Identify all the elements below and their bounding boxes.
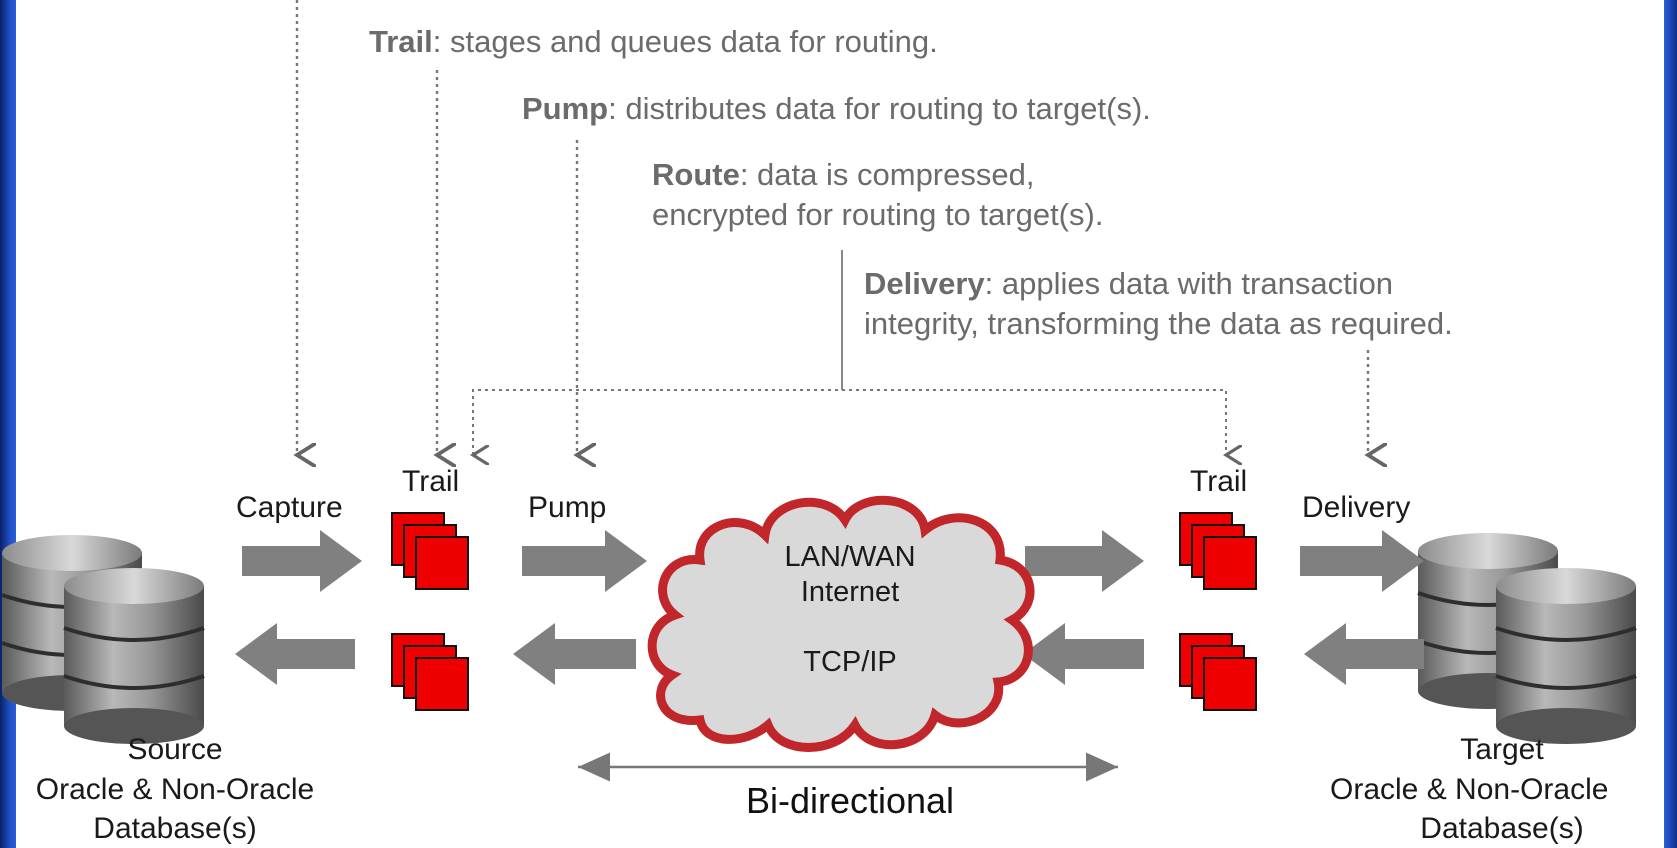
route-description-text: : data is compressed, [739,157,1035,192]
delivery-description: Delivery: applies data with transaction [864,265,1393,303]
right-background-strip [1664,0,1677,848]
target-database-icon [1416,531,1638,746]
reverse-arrows [235,623,1424,685]
target-trail-label: Trail [1190,465,1248,498]
source-subtitle: Oracle & Non-Oracle [35,773,315,806]
forward-arrows [242,530,1424,592]
pump-description-text: : distributes data for routing to target… [608,91,1151,126]
dotted-leader-lines [297,0,1368,455]
route-description-line2: encrypted for routing to target(s). [652,197,1104,232]
cloud-internet: Internet [800,576,900,608]
target-trail-bottom-icon [1179,633,1257,711]
target-subtitle: Oracle & Non-Oracle [1330,773,1609,806]
source-trail-top-icon [391,512,469,590]
target-title: Target [1460,733,1544,766]
source-trail-label: Trail [402,465,460,498]
bidirectional-label: Bi-directional [745,780,955,821]
target-trail-top-icon [1179,512,1257,590]
route-term: Route [652,157,740,192]
pump-term: Pump [522,91,609,126]
cloud-tcp-ip: TCP/IP [803,646,897,678]
delivery-term: Delivery [864,266,985,301]
delivery-description-text: : applies data with transaction [984,266,1394,301]
cloud-lan-wan: LAN/WAN [784,541,916,573]
network-cloud-icon [647,495,1035,752]
pump-description: Pump: distributes data for routing to ta… [522,90,1151,128]
trail-description: Trail: stages and queues data for routin… [369,23,938,61]
source-title: Source [127,733,223,766]
source-trail-bottom-icon [391,633,469,711]
capture-label: Capture [236,491,343,524]
source-databases: Database(s) [93,812,257,845]
delivery-description-line2: integrity, transforming the data as requ… [864,306,1453,341]
pump-label: Pump [528,491,607,524]
delivery-label: Delivery [1302,491,1411,524]
target-databases: Database(s) [1420,812,1584,845]
route-description: Route: data is compressed, [652,156,1034,194]
trail-term: Trail [369,24,433,59]
trail-description-text: : stages and queues data for routing. [432,24,938,59]
source-database-icon [0,533,206,746]
